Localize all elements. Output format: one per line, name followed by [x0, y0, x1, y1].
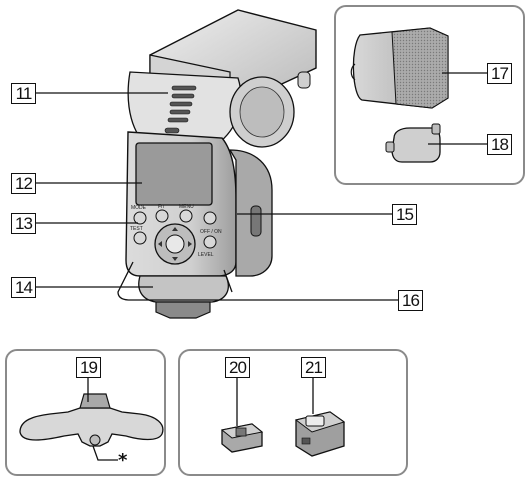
large-shoe-adapter — [294, 411, 346, 457]
head-vent-slits — [164, 85, 197, 134]
callout-20: 20 — [225, 357, 250, 378]
adapter-contacts — [301, 437, 311, 445]
diffuser-face — [391, 27, 449, 109]
flash-head-neck — [127, 71, 242, 143]
callout-15: 15 — [392, 204, 417, 225]
callout-11: 11 — [11, 83, 36, 104]
wheel-arrow-down — [172, 257, 178, 261]
lcd-panel — [135, 142, 213, 206]
side-knob — [297, 71, 311, 89]
shoe-cover — [385, 123, 441, 163]
shoe-cover-nub — [431, 123, 441, 135]
wide-panel-diffuser — [350, 27, 449, 109]
accessory-panel-top-right — [334, 5, 525, 185]
flash-unit: MODE Fn MENU TEST OFF / ON LEVEL — [125, 9, 317, 319]
shoe-cover-nub-2 — [385, 141, 395, 153]
label-menu: MENU — [179, 204, 194, 210]
callout-17: 17 — [487, 63, 512, 84]
label-test: TEST — [130, 226, 143, 232]
callout-19: 19 — [76, 357, 101, 378]
wheel-arrow-left — [158, 241, 162, 247]
control-wheel-center — [165, 234, 185, 254]
accessory-panel-bottom-middle — [178, 349, 408, 476]
battery-latch — [250, 205, 262, 237]
label-level: LEVEL — [198, 252, 214, 258]
asterisk-mark: * — [118, 450, 128, 471]
callout-13: 13 — [11, 213, 36, 234]
flash-foot-mount — [155, 301, 211, 319]
stand-screw — [89, 434, 101, 446]
leader-lines — [35, 92, 398, 301]
callout-21: 21 — [301, 357, 326, 378]
callout-18: 18 — [487, 134, 512, 155]
label-fn: Fn — [158, 204, 164, 210]
swivel-disc-inner — [239, 86, 285, 138]
wheel-arrow-right — [188, 241, 192, 247]
label-off-on: OFF / ON — [200, 229, 222, 235]
callout-16: 16 — [398, 290, 423, 311]
wheel-arrow-up — [172, 227, 178, 231]
small-shoe-adapter — [220, 423, 264, 453]
accessory-panel-bottom-left — [5, 349, 166, 476]
control-buttons — [133, 209, 217, 249]
flash-foot-collar — [138, 275, 229, 303]
label-mode: MODE — [131, 205, 147, 211]
callout-12: 12 — [11, 173, 36, 194]
diffuser-tab — [350, 63, 356, 81]
callout-14: 14 — [11, 277, 36, 298]
leader-star — [92, 445, 118, 461]
